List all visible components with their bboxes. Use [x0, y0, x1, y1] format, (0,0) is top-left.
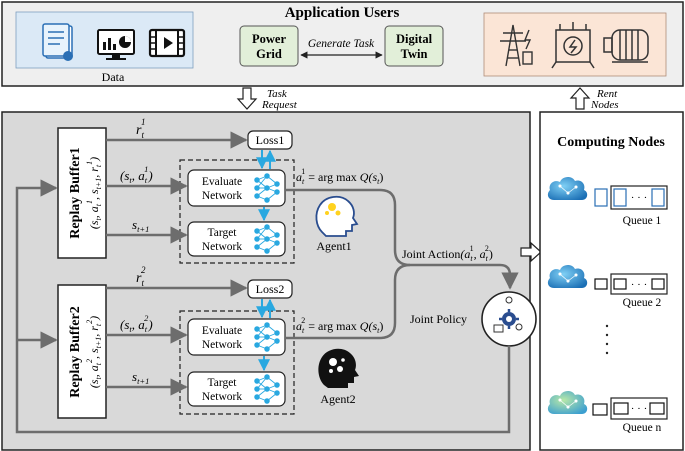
agent2-label: Agent2 — [320, 392, 355, 406]
rent-nodes-line1: Rent — [596, 88, 618, 100]
argmax2-label: at2 = arg max Q(st) — [296, 316, 383, 335]
replay-buffer-1-tuple: (st, at1, st+1, rt1) — [85, 157, 103, 229]
video-icon — [148, 28, 186, 58]
evaluate-network-1-line1: Evaluate — [202, 176, 242, 188]
replay-buffer-2-tuple: (st, at2, st+1, rt2) — [85, 316, 103, 388]
generate-task-label: Generate Task — [308, 38, 375, 50]
target-network-1-line2: Network — [202, 241, 242, 253]
evaluate-network-1 — [187, 169, 286, 207]
computing-nodes-title: Computing Nodes — [557, 135, 665, 150]
document-icon — [42, 23, 73, 61]
next-state2-label: st+1 — [132, 369, 149, 386]
digital-twin-line2: Twin — [401, 47, 428, 61]
power-grid-box — [239, 25, 299, 67]
application-users-title: Application Users — [285, 5, 400, 21]
monitor-chart-icon — [97, 29, 135, 60]
neural-net-icon — [254, 224, 280, 254]
reward1-label: rt1 — [136, 117, 145, 140]
next-state1-label: st+1 — [132, 217, 149, 234]
loss2-box — [247, 279, 293, 299]
state-action2-label: (st, at2) — [120, 313, 153, 334]
target-network-2 — [187, 371, 286, 407]
task-request-line1: Task — [267, 88, 288, 100]
cloud-node-icon — [547, 176, 588, 200]
agent1-label: Agent1 — [316, 239, 351, 253]
argmax1-label: at1 = arg max Q(st) — [296, 167, 383, 186]
cloud-node-icon — [547, 264, 588, 288]
queue-1-label: Queue 1 — [623, 215, 662, 227]
data-icons — [15, 11, 194, 69]
agent2-action-line — [285, 263, 411, 340]
neural-net-icon — [254, 173, 280, 203]
queue-n-icon — [592, 397, 668, 420]
joint-policy-icon — [481, 291, 537, 347]
evaluate-network-2-line2: Network — [202, 339, 242, 351]
digital-twin-line1: Digital — [396, 32, 433, 46]
joint-action-label: Joint Action(at1, at2) — [402, 244, 493, 263]
agent1-network-region — [179, 159, 295, 264]
replay-buffer-1 — [57, 127, 107, 259]
data-label: Data — [102, 70, 125, 84]
queue-2-dots: · · · — [631, 279, 648, 291]
loss1-label: Loss1 — [256, 133, 285, 147]
task-request-line2: Request — [261, 99, 298, 111]
transformer-icon — [551, 22, 595, 69]
evaluate-network-2-line1: Evaluate — [202, 325, 242, 337]
queue-n-label: Queue n — [623, 422, 662, 434]
queue-n-dots: · · · — [631, 403, 648, 415]
equipment-icons — [483, 12, 667, 77]
loss2-label: Loss2 — [256, 282, 285, 296]
replay-buffer-2-label: Replay Buffer2 — [68, 306, 83, 397]
loss1-box — [247, 130, 293, 150]
target-network-2-line2: Network — [202, 391, 242, 403]
feedback-loop-line — [15, 179, 511, 434]
cloud-node-icon — [547, 390, 588, 414]
task-request-arrow — [236, 87, 258, 110]
queue-2-label: Queue 2 — [623, 297, 662, 309]
transmission-tower-icon — [500, 24, 533, 67]
agent2-head-icon — [318, 348, 359, 388]
reward2-label: rt2 — [136, 265, 146, 288]
agent1-head-icon — [315, 195, 359, 237]
neural-net-icon — [254, 374, 280, 404]
queue-1-dots: · · · — [631, 192, 648, 204]
queue-2-icon — [594, 273, 668, 295]
target-network-1 — [187, 221, 286, 257]
neural-net-icon — [254, 322, 280, 352]
rent-nodes-line2: Nodes — [590, 99, 619, 111]
target-network-1-line1: Target — [208, 227, 238, 239]
rent-nodes-arrow — [569, 87, 591, 110]
power-grid-line2: Grid — [256, 47, 282, 61]
replay-buffer-1-label: Replay Buffer1 — [68, 147, 83, 238]
state-action1-label: (st, at1) — [120, 164, 153, 185]
agent1-action-line — [285, 188, 519, 290]
agent2-network-region — [179, 310, 295, 415]
joint-policy-label: Joint Policy — [410, 312, 467, 326]
generator-icon — [603, 29, 649, 63]
to-computing-nodes-arrow — [520, 241, 542, 263]
vertical-ellipsis-icon — [605, 324, 609, 355]
evaluate-network-1-line2: Network — [202, 190, 242, 202]
queue-1-icon — [594, 185, 668, 210]
target-network-2-line1: Target — [208, 377, 238, 389]
power-grid-line1: Power — [252, 32, 286, 46]
replay-buffer-2 — [57, 284, 107, 419]
digital-twin-box — [384, 25, 444, 67]
